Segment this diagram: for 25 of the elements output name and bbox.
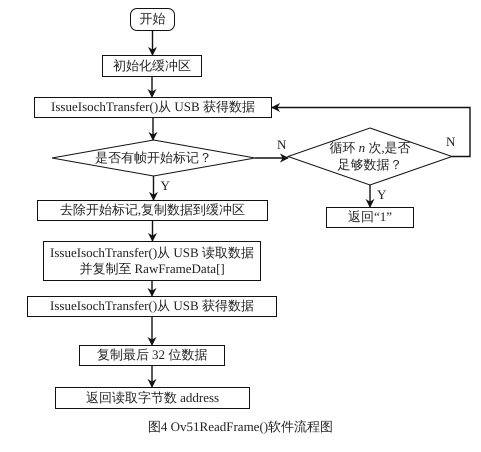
arrow [148, 77, 156, 98]
arrow [255, 154, 289, 162]
arrow [366, 185, 374, 208]
process-box: 返回“1” [326, 207, 414, 228]
process-box: 去除开始标记,复制数据到缓冲区 [37, 200, 268, 221]
edge-label: Y [160, 179, 170, 192]
arrow [148, 31, 157, 56]
arrow [148, 366, 156, 388]
process-box: IssueIsochTransfer()从 USB 获得数据 [34, 97, 272, 118]
edge-label: Y [377, 188, 386, 201]
arrow [148, 317, 156, 346]
arrow [148, 221, 157, 242]
arrow [271, 103, 471, 158]
arrow [148, 118, 158, 141]
process-box: IssueIsochTransfer()从 USB 获得数据 [27, 296, 277, 317]
figure-caption: 图4 Ov51ReadFrame()软件流程图 [146, 418, 334, 436]
arrow [148, 281, 156, 297]
arrow [149, 176, 158, 201]
process-box: 复制最后 32 位数据 [79, 345, 225, 366]
edge-label: N [277, 138, 286, 151]
process-box: 初始化缓冲区 [102, 55, 202, 77]
start-terminal: 开始 [130, 8, 175, 31]
decision-diamond: 是否有帧开始标记？ [52, 140, 255, 176]
process-box: 返回读取字节数 address [55, 387, 250, 409]
process-box: IssueIsochTransfer()从 USB 读取数据并复制至 RawFrameData[] [43, 241, 261, 281]
